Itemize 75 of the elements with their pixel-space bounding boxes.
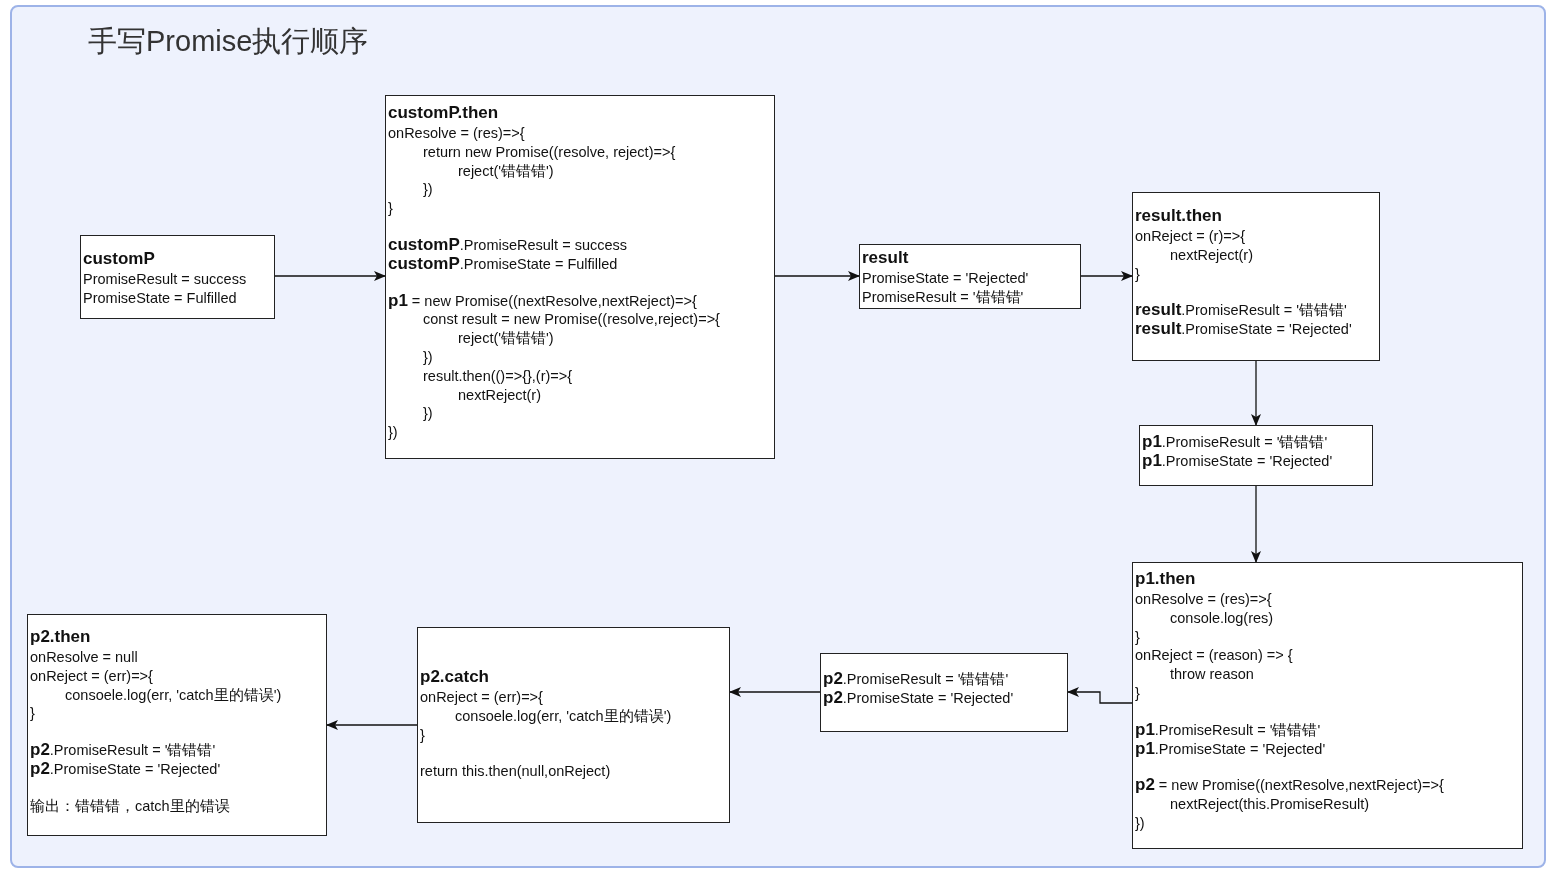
node-heading: customP.then bbox=[388, 102, 499, 124]
code-line: p2 = new Promise((nextResolve,nextReject)=>{ bbox=[1135, 776, 1444, 796]
code-line: nextReject(r) bbox=[1170, 245, 1253, 265]
code-line: } bbox=[388, 199, 393, 218]
arrow bbox=[274, 271, 386, 281]
code-line: result.then(()=>{},(r)=>{ bbox=[423, 366, 573, 386]
code-box bbox=[1132, 562, 1523, 849]
node-heading: customP bbox=[83, 248, 155, 270]
state-box bbox=[859, 244, 1081, 309]
code-line: p1 = new Promise((nextResolve,nextReject)=>{ bbox=[388, 291, 697, 311]
code-line: p1.PromiseResult = '错错错' bbox=[1142, 433, 1328, 452]
node-heading: p2.catch bbox=[420, 666, 489, 688]
code-line: PromiseState = 'Rejected' bbox=[862, 269, 1029, 288]
code-box bbox=[1132, 192, 1380, 361]
code-line: result.PromiseState = 'Rejected' bbox=[1135, 320, 1352, 339]
code-line: p1.PromiseState = 'Rejected' bbox=[1142, 451, 1333, 471]
code-line: p2.PromiseResult = '错错错' bbox=[823, 670, 1009, 689]
code-line: PromiseResult = '错错错' bbox=[862, 287, 1024, 307]
arrow bbox=[1080, 271, 1133, 281]
code-line: console.log(res) bbox=[1170, 608, 1274, 628]
arrow bbox=[326, 720, 418, 730]
code-line: onReject = (reason) => { bbox=[1135, 646, 1293, 666]
code-line: nextReject(r) bbox=[458, 385, 541, 405]
code-line: throw reason bbox=[1170, 665, 1254, 684]
code-line: } bbox=[30, 704, 35, 724]
code-line: consoele.log(err, 'catch里的错误') bbox=[455, 706, 672, 726]
node-heading: result.then bbox=[1135, 205, 1222, 227]
state-box bbox=[820, 653, 1068, 732]
arrow bbox=[1251, 360, 1261, 426]
state-box bbox=[1139, 425, 1373, 486]
diagram-title: 手写Promise执行顺序 bbox=[88, 24, 369, 59]
code-line: onResolve = null bbox=[30, 648, 138, 667]
code-line: }) bbox=[388, 423, 398, 442]
code-line: p2.PromiseState = 'Rejected' bbox=[30, 760, 221, 779]
code-line: p1.PromiseResult = '错错错' bbox=[1135, 720, 1321, 740]
state-box bbox=[80, 235, 275, 319]
code-line: consoele.log(err, 'catch里的错误') bbox=[65, 685, 282, 705]
code-line: p1.PromiseState = 'Rejected' bbox=[1135, 739, 1326, 759]
code-line: result.PromiseResult = '错错错' bbox=[1135, 301, 1347, 321]
code-line: p2.PromiseState = 'Rejected' bbox=[823, 688, 1014, 708]
arrow bbox=[774, 271, 860, 281]
code-line: onResolve = (res)=>{ bbox=[1135, 590, 1272, 609]
code-line: PromiseState = Fulfilled bbox=[83, 288, 237, 308]
code-line: const result = new Promise((resolve,reject)=>{ bbox=[423, 310, 720, 330]
code-line: return this.then(null,onReject) bbox=[420, 762, 611, 782]
code-line: }) bbox=[423, 404, 433, 424]
code-line: 输出：错错错，catch里的错误 bbox=[30, 796, 230, 816]
code-line: PromiseResult = success bbox=[83, 270, 247, 289]
code-line: }) bbox=[1135, 813, 1145, 833]
code-box bbox=[417, 627, 730, 823]
code-line: reject('错错错') bbox=[458, 161, 554, 181]
code-line: } bbox=[1135, 264, 1140, 284]
code-line: } bbox=[1135, 627, 1140, 647]
node-heading: p2.then bbox=[30, 626, 91, 648]
node-heading: result bbox=[862, 247, 909, 269]
arrow bbox=[1251, 485, 1261, 563]
code-line: nextReject(this.PromiseResult) bbox=[1170, 795, 1370, 814]
node-heading: p1.then bbox=[1135, 568, 1196, 590]
code-box bbox=[27, 614, 327, 836]
code-box bbox=[385, 95, 775, 459]
code-line: onReject = (err)=>{ bbox=[420, 688, 543, 707]
code-line: } bbox=[1135, 684, 1140, 703]
code-line: return new Promise((resolve, reject)=>{ bbox=[423, 142, 676, 162]
code-line: }) bbox=[423, 347, 433, 367]
code-line: reject('错错错') bbox=[458, 329, 554, 348]
code-line: onResolve = (res)=>{ bbox=[388, 124, 525, 143]
code-line: } bbox=[420, 725, 425, 745]
code-line: onReject = (err)=>{ bbox=[30, 666, 153, 686]
arrow bbox=[729, 687, 821, 697]
code-line: p2.PromiseResult = '错错错' bbox=[30, 741, 216, 760]
arrow bbox=[1067, 687, 1133, 704]
code-line: onReject = (r)=>{ bbox=[1135, 227, 1246, 246]
code-line: }) bbox=[423, 180, 433, 200]
code-line: customP.PromiseState = Fulfilled bbox=[388, 254, 618, 274]
code-line: customP.PromiseResult = success bbox=[388, 236, 627, 255]
